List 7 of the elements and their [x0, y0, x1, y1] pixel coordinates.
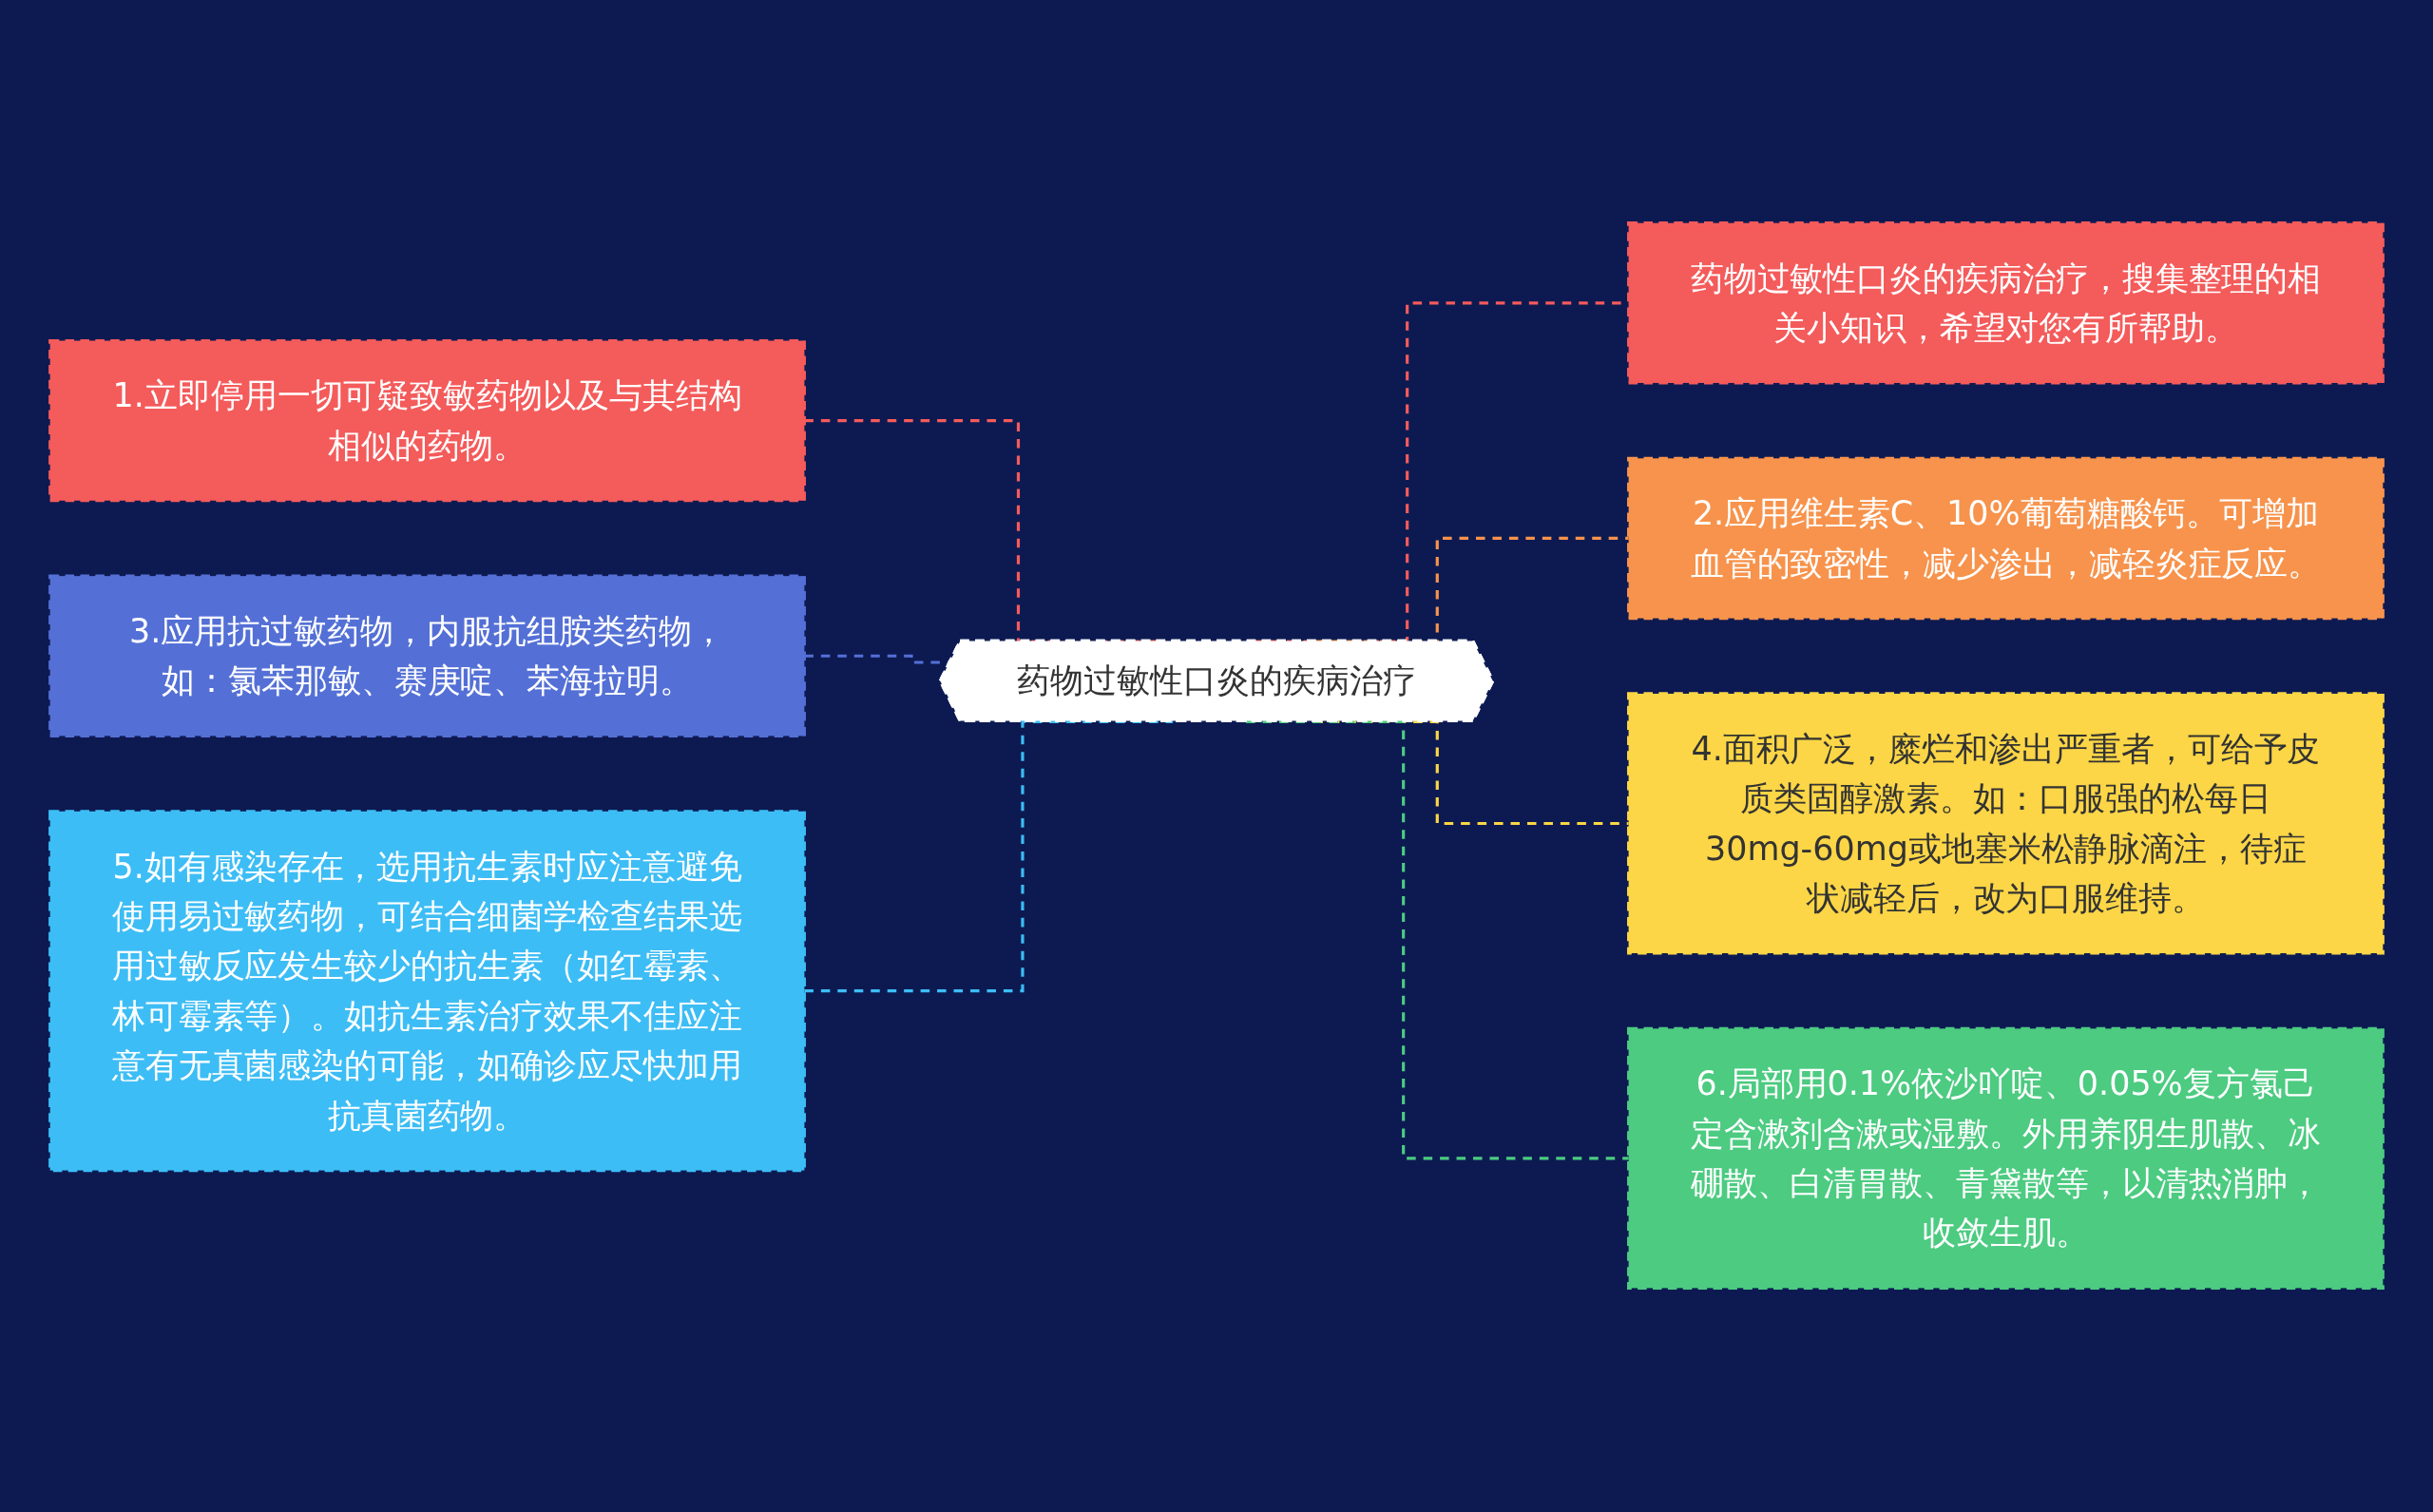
node-box: 药物过敏性口炎的疾病治疗，搜集整理的相关小知识，希望对您有所帮助。 — [1627, 221, 2385, 385]
node-box: 1.立即停用一切可疑致敏药物以及与其结构相似的药物。 — [48, 339, 806, 503]
node-box: 2.应用维生素C、10%葡萄糖酸钙。可增加血管的致密性，减少渗出，减轻炎症反应。 — [1627, 457, 2385, 621]
node-box: 3.应用抗过敏药物，内服抗组胺类药物，如：氯苯那敏、赛庚啶、苯海拉明。 — [48, 575, 806, 738]
node-box: 6.局部用0.1%依沙吖啶、0.05%复方氯己定含漱剂含漱或湿敷。外用养阴生肌散、冰硼散、白清胃散、青黛散等，以清热消肿，收敛生肌。 — [1627, 1027, 2385, 1291]
node-box: 5.如有感染存在，选用抗生素时应注意避免使用易过敏药物，可结合细菌学检查结果选用过敏反应发生较少的抗生素（如红霉素、林可霉素等）。如抗生素治疗效果不佳应注意有无真菌感染的可能，如确诊应尽快加用抗真菌药物。 — [48, 810, 806, 1173]
node-box: 4.面积广泛，糜烂和渗出严重者，可给予皮质类固醇激素。如：口服强的松每日30mg-60mg或地塞米松静脉滴注，待症状减轻后，改为口服维持。 — [1627, 692, 2385, 956]
